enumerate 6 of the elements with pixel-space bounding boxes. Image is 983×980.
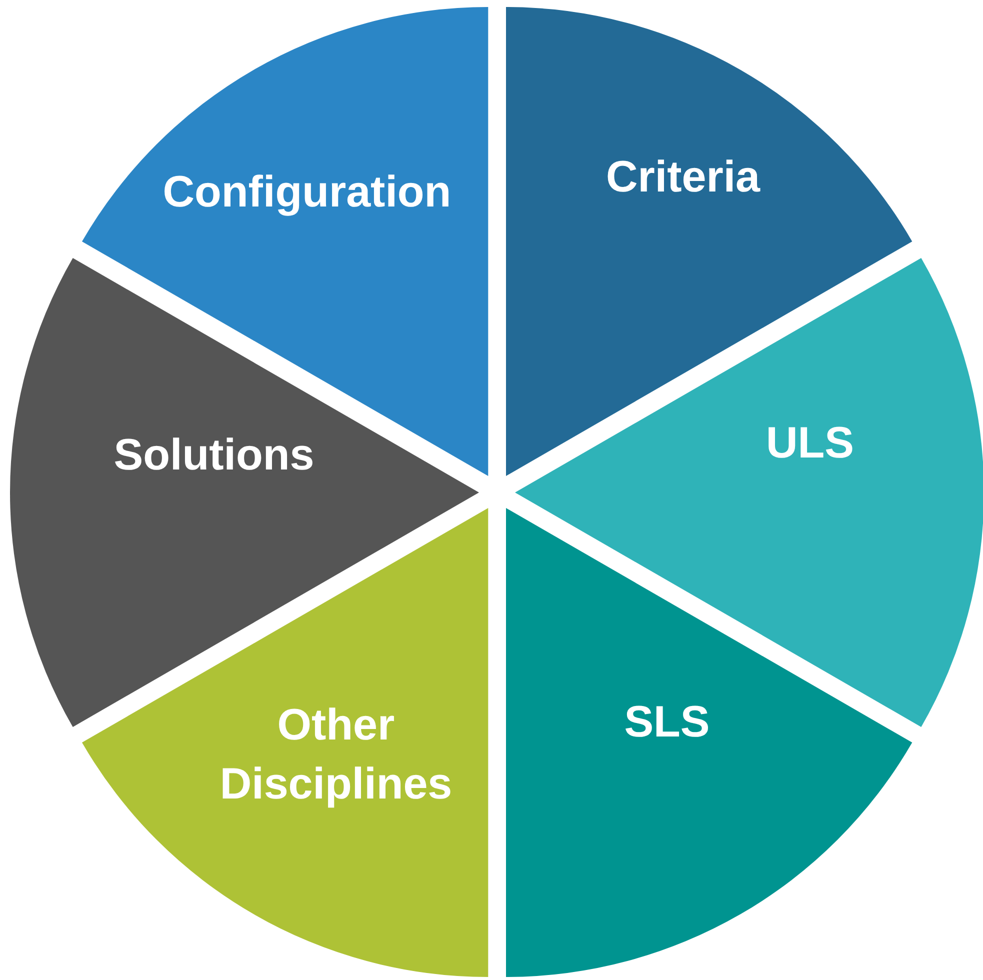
segment-label: Configuration bbox=[162, 166, 452, 218]
segment-label: SLS bbox=[623, 696, 711, 748]
segment-label: Criteria bbox=[604, 151, 762, 204]
segment-label: Other Disciplines bbox=[218, 700, 454, 811]
segment-label: Solutions bbox=[112, 429, 316, 482]
segment-label: ULS bbox=[765, 417, 855, 470]
